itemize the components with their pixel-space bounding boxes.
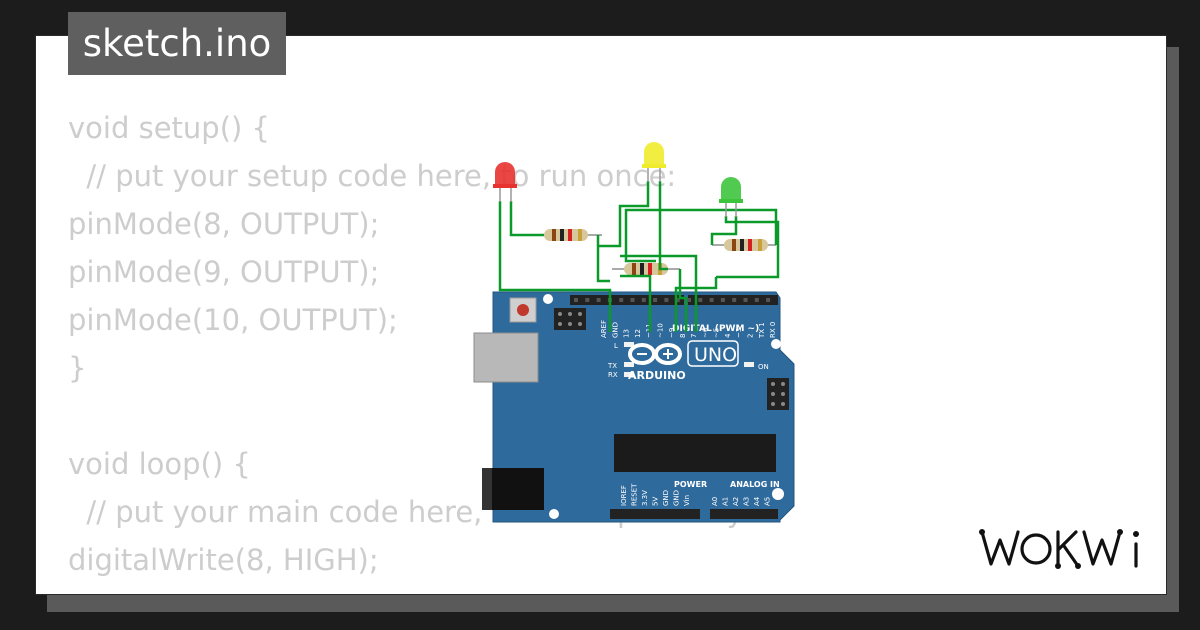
analog-pin-label: A5 [764,497,772,506]
digital-pin-label: ~3 [735,328,743,338]
code-line: } [68,351,87,385]
power-pin-label: 3.3V [641,490,649,506]
digital-header-left [570,295,684,305]
analog-header [710,509,778,519]
rx-label: RX [608,371,618,379]
digital-pin-label: ~6 [701,327,709,338]
power-pin-label: 5V [652,497,660,506]
atmega-chip [614,434,776,472]
header-pin [743,298,748,302]
analog-pin-label: A4 [753,496,761,506]
digital-pin-label: ~5 [713,328,721,338]
code-line: digitalWrite(8, HIGH); [68,543,379,577]
header-pin [664,298,669,302]
header-pin [754,298,759,302]
digital-pin-label: ~9 [668,328,676,338]
power-jack [482,468,544,510]
power-pin-label: RESET [631,483,639,506]
header-pin [585,298,590,302]
arduino-logo-icon [628,343,682,365]
power-pin-label: Vin [683,495,691,506]
digital-pin-label: 12 [634,329,642,338]
header-pin [675,298,680,302]
code-line: digitalWrite(9, LOW); [68,584,752,594]
resistor-yellow-led[interactable] [612,263,680,275]
header-pin [766,298,771,302]
header-pin [630,298,635,302]
digital-pin-label: 4 [724,333,732,338]
code-line: pinMode(9, OUTPUT); [68,255,380,289]
digital-pin-label: ~10 [657,323,665,338]
yellow-led-icon[interactable] [642,142,666,182]
analog-pin-label: A1 [722,497,730,506]
header-pin [619,298,624,302]
header-pin [732,298,737,302]
wokwi-logo [979,529,1139,569]
digital-pin-label: GND [611,322,619,338]
header-pin [709,298,714,302]
green-led-icon[interactable] [719,177,743,217]
file-tab[interactable]: sketch.ino [68,12,286,75]
power-pin-label: IOREF [620,485,628,506]
digital-header-label: DIGITAL (PWM ~) [672,324,759,334]
arduino-uno-board[interactable]: DIGITAL (PWM ~) L TX RX ON UNO ARDUINO P… [473,291,795,523]
l-led-label: L [614,342,618,350]
header-pin [687,298,691,302]
digital-pin-label: 2 [747,334,755,338]
tx-label: TX [607,362,617,370]
code-line: void setup() { [68,111,270,145]
header-pin [641,298,646,302]
analog-pin-label: A0 [711,497,719,506]
code-line: // put your setup code here, to run once… [68,159,677,193]
header-pin [574,298,578,302]
power-pin-label: GND [673,490,681,506]
header-pin [720,298,725,302]
digital-pin-label: 8 [679,334,687,338]
power-pin-label: GND [662,490,670,506]
code-preview-card: void setup() { // put your setup code he… [35,35,1167,595]
icsp-header [554,308,586,330]
header-pin [698,298,703,302]
resistor-green-led[interactable] [712,239,776,251]
wires [498,181,780,332]
header-pin [596,298,601,302]
digital-pin-label: RX 0 [769,322,777,338]
circuit-diagram: DIGITAL (PWM ~) L TX RX ON UNO ARDUINO P… [473,142,795,523]
analog-header-label: ANALOG IN [730,480,780,489]
digital-pin-label: 13 [623,329,631,338]
usb-port [473,332,539,383]
power-header-label: POWER [674,480,707,489]
code-line: pinMode(10, OUTPUT); [68,303,398,337]
board-model-label: UNO [694,344,737,366]
digital-pin-label: AREF [600,320,608,338]
digital-pin-label: TX 1 [758,322,766,339]
on-label: ON [758,363,769,371]
board-brand-label: ARDUINO [628,369,686,382]
red-led-icon[interactable] [493,162,517,202]
code-line: pinMode(8, OUTPUT); [68,207,380,241]
analog-pin-label: A3 [743,497,751,506]
code-editor: void setup() { // put your setup code he… [68,104,752,594]
power-header [610,509,700,519]
code-line: void loop() { [68,447,251,481]
digital-pin-label: 7 [690,334,698,338]
header-pin [653,298,658,302]
analog-pin-label: A2 [732,497,740,506]
